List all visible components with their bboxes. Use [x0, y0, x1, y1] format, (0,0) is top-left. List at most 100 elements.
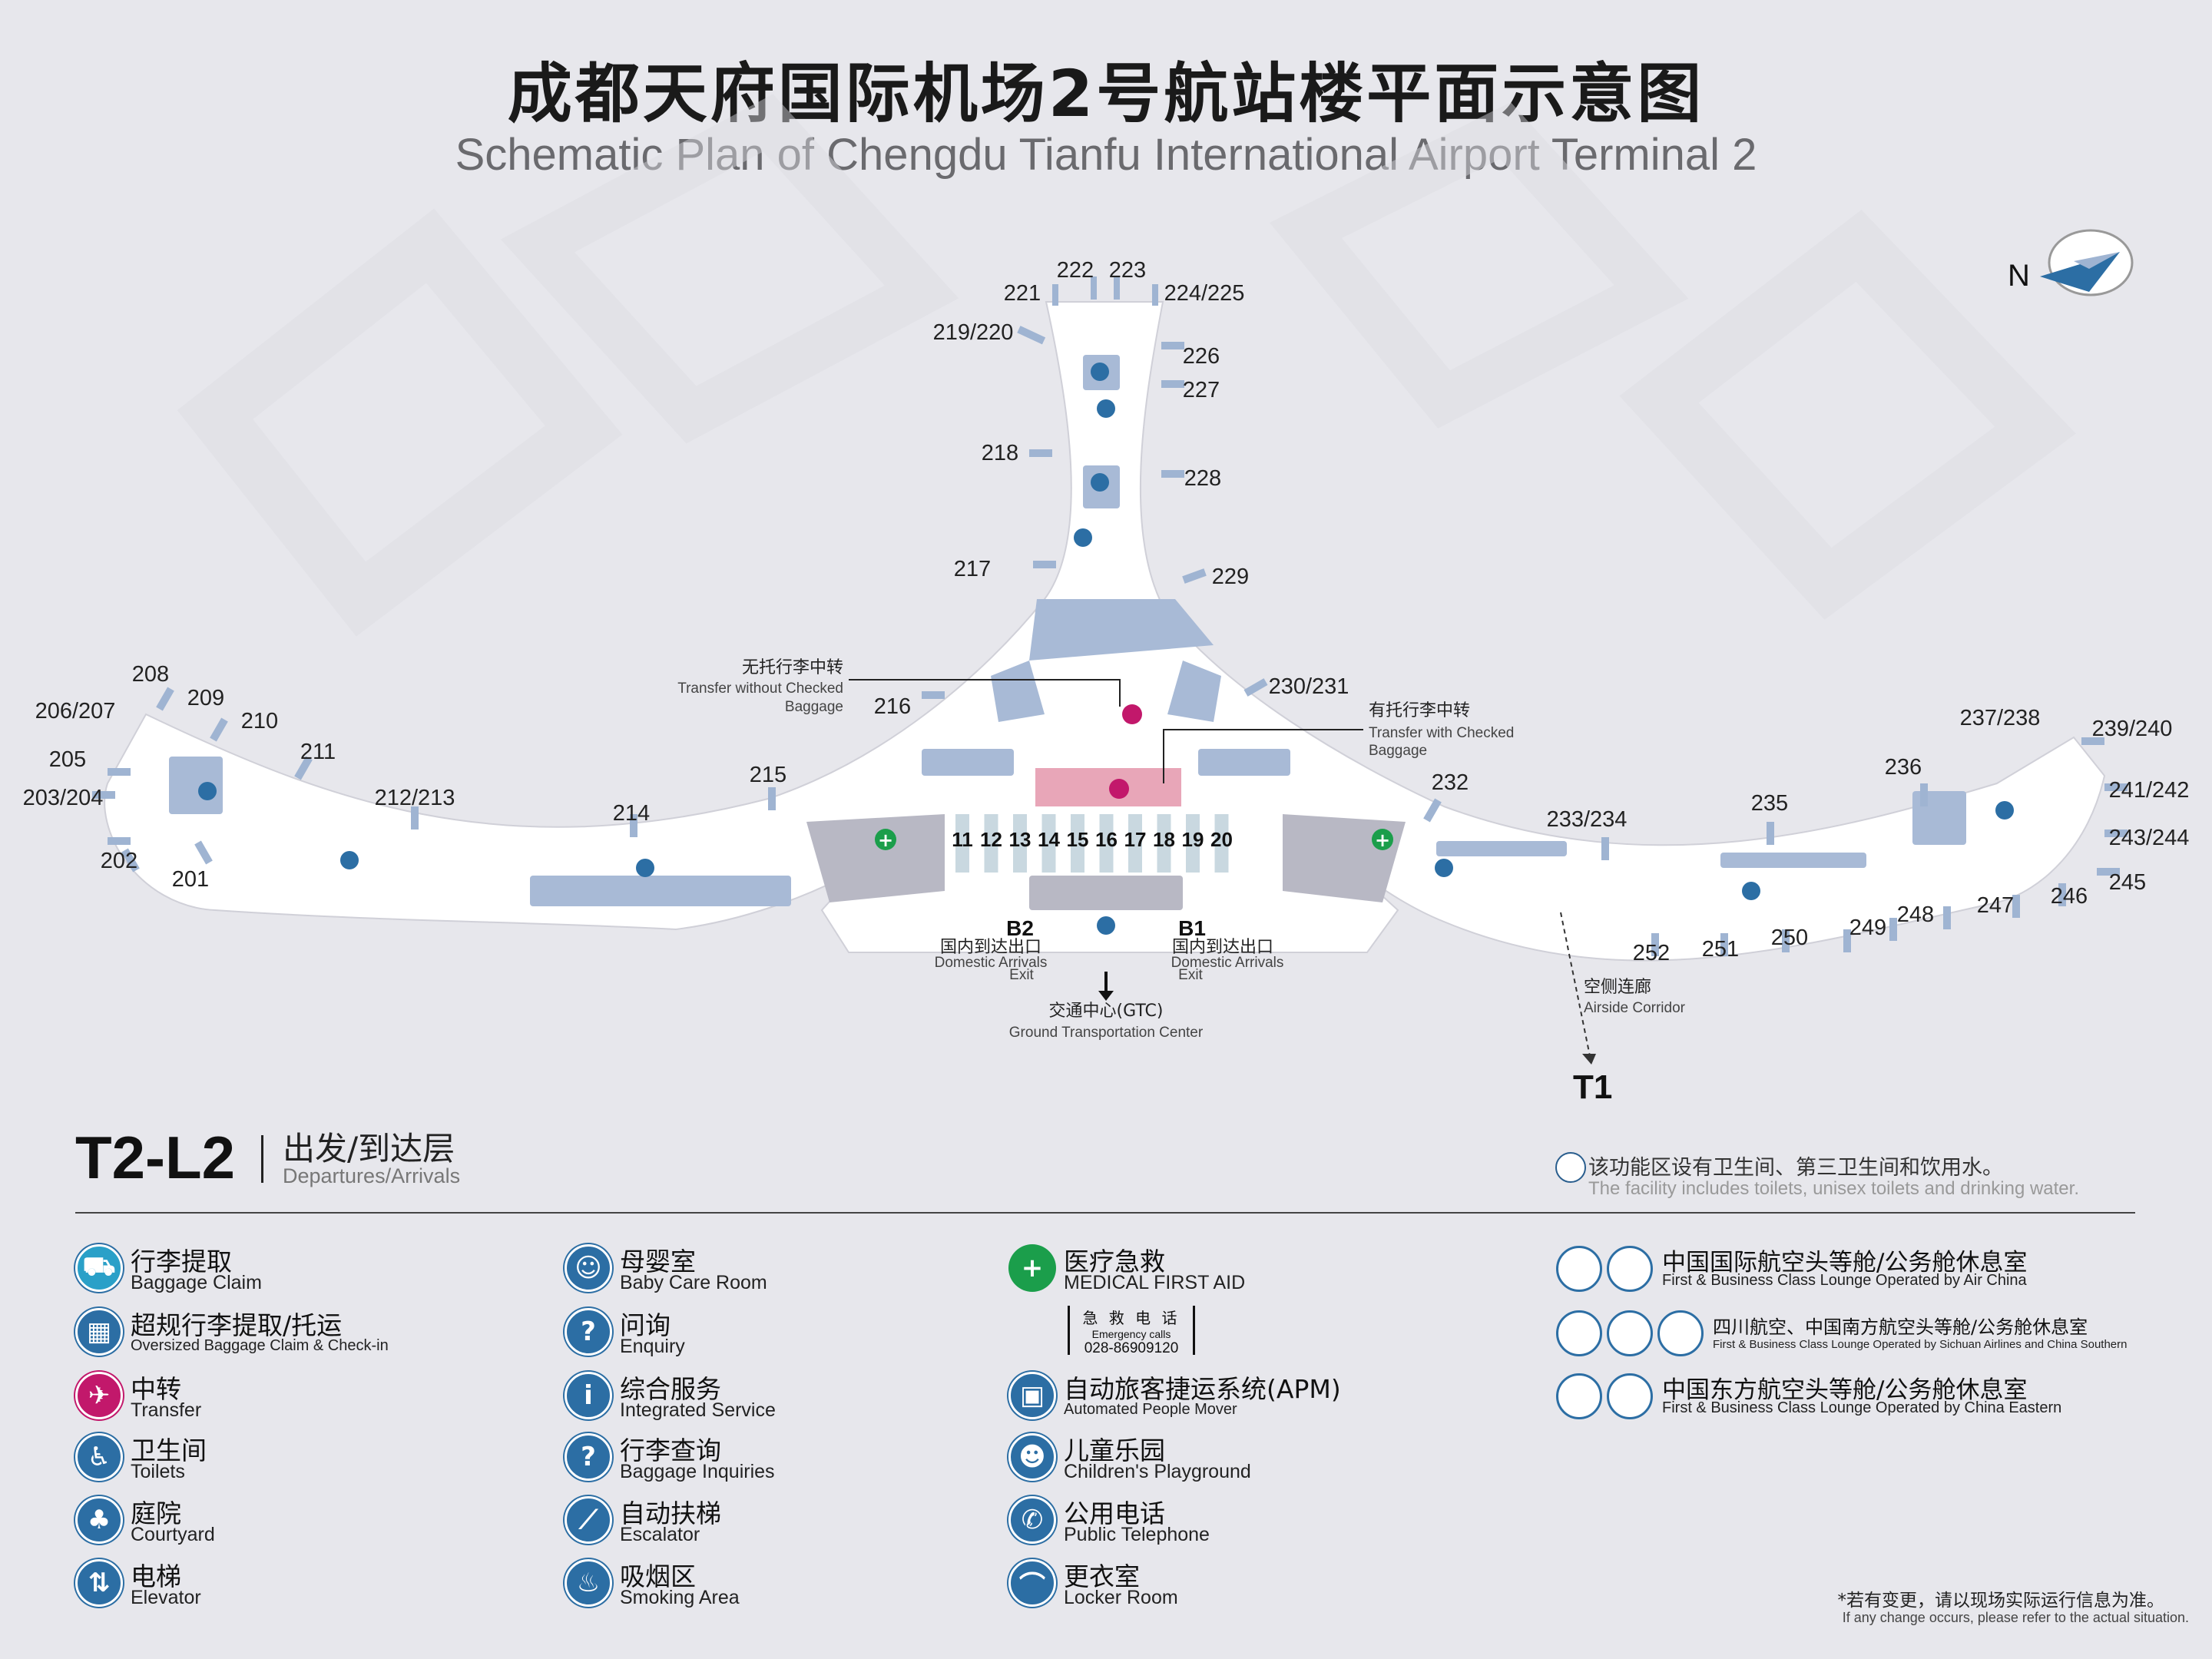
gate-label: 237/238 [1960, 706, 2041, 730]
domestic-gate-bar [1071, 814, 1084, 873]
lounge-seat-icon [1556, 1373, 1602, 1419]
lounge-label-cn: 中国国际航空头等舱/公务舱休息室 [1662, 1249, 2028, 1277]
lounge-label-en: First & Business Class Lounge Operated b… [1662, 1399, 2062, 1416]
gate-label: 205 [49, 747, 86, 772]
svg-text:交通中心(GTC): 交通中心(GTC) [1049, 1002, 1164, 1021]
svg-text:空侧连廊: 空侧连廊 [1584, 978, 1651, 997]
svg-text:Airside Corridor: Airside Corridor [1584, 1000, 1686, 1016]
domestic-gate-label: 12 [980, 828, 1002, 851]
airside-corridor: 空侧连廊 Airside Corridor T1 [1560, 912, 1686, 1106]
footnote-en: If any change occurs, please refer to th… [1842, 1610, 2189, 1625]
gate-labels: 201202203/204205206/207208209210211212/2… [23, 258, 2190, 965]
gate-label: 215 [750, 763, 786, 787]
first-aid-icon: + [1008, 1244, 1056, 1292]
legend-label-en: Transfer [131, 1399, 202, 1421]
level-code: T2-L2 [75, 1124, 236, 1191]
gate-label: 228 [1184, 466, 1221, 491]
legend-label-en: Public Telephone [1064, 1524, 1210, 1545]
baggage-inquiry-icon: ? [565, 1433, 612, 1481]
domestic-gate-bar [984, 814, 998, 873]
domestic-gate-bar [1099, 814, 1114, 873]
lounge-seat-icon [1556, 1246, 1602, 1292]
legend-label-en: Courtyard [131, 1524, 215, 1545]
zones [169, 355, 1966, 910]
svg-text:Domestic Arrivals: Domestic Arrivals [935, 955, 1048, 971]
svg-text:Baggage: Baggage [1369, 743, 1427, 759]
first-aid-marker [1372, 829, 1393, 850]
svg-text:Exit: Exit [1178, 967, 1203, 983]
domestic-gate-label: 19 [1182, 828, 1204, 851]
smoking-icon: ♨ [565, 1559, 612, 1607]
gtc-label: 交通中心(GTC) Ground Transportation Center [1009, 972, 1204, 1041]
legend-label-cn: 中转 [131, 1374, 181, 1404]
gate-label: 217 [954, 557, 991, 581]
locker-room-icon: ⌒ [1008, 1559, 1056, 1607]
legend-label-en: Children's Playground [1064, 1461, 1251, 1482]
airline-logo-icon [1657, 1310, 1704, 1356]
escalator-icon: ⟋ [565, 1496, 612, 1544]
legend-label-cn: 行李提取 [131, 1247, 232, 1277]
svg-text:Ground Transportation Center: Ground Transportation Center [1009, 1025, 1204, 1041]
gate-label: 206/207 [35, 699, 116, 724]
legend-label-cn: 自动旅客捷运系统(APM) [1064, 1374, 1341, 1404]
gate-label: 208 [132, 662, 169, 687]
gate-label: 203/204 [23, 786, 104, 810]
domestic-gate-bars [955, 814, 1229, 873]
svg-text:Transfer with Checked: Transfer with Checked [1369, 725, 1514, 741]
domestic-gate-bar [955, 814, 969, 873]
gate-label: 201 [172, 867, 209, 892]
playground-icon: ☻ [1008, 1433, 1056, 1481]
gate-label: 223 [1109, 258, 1146, 283]
gate-label: 243/244 [2109, 826, 2190, 850]
gate-label: 232 [1432, 770, 1469, 795]
map-title-cn: 成都天府国际机场2号航站楼平面示意图 [507, 56, 1705, 131]
emergency-call-box: 急 救 电 话 Emergency calls 028-86909120 [1068, 1306, 1195, 1356]
lounge-label-cn: 中国东方航空头等舱/公务舱休息室 [1662, 1376, 2028, 1404]
first-aid-marker [875, 829, 896, 850]
enquiry-icon: ? [565, 1308, 612, 1356]
airline-logo-icon [1607, 1310, 1653, 1356]
gate-label: 227 [1183, 378, 1220, 402]
level-name-cn: 出发/到达层 [283, 1130, 455, 1167]
gate-label: 230/231 [1269, 674, 1349, 699]
toilet-marker [1091, 363, 1109, 381]
svg-text:B2: B2 [1006, 916, 1034, 940]
legend-label-en: Integrated Service [620, 1399, 776, 1421]
legend-label-cn: 自动扶梯 [620, 1498, 721, 1528]
domestic-gate-label: 20 [1210, 828, 1233, 851]
domestic-gate-label: 16 [1095, 828, 1118, 851]
domestic-gate-bar [1041, 814, 1056, 873]
legend-label-en: Locker Room [1064, 1587, 1178, 1608]
legend-label-en: Baggage Claim [131, 1272, 262, 1293]
toilet-marker [340, 851, 359, 869]
legend-label-cn: 卫生间 [131, 1435, 207, 1465]
toilet-marker [636, 859, 654, 877]
legend-label-en: Smoking Area [620, 1587, 740, 1608]
facility-note-en: The facility includes toilets, unisex to… [1588, 1178, 2079, 1199]
gate-label: 216 [874, 694, 911, 719]
courtyard-icon: ♣ [75, 1496, 123, 1544]
courtyard-marker [1097, 399, 1115, 418]
legend-label-en: Oversized Baggage Claim & Check-in [131, 1337, 389, 1354]
callout-transfer-without: 无托行李中转 Transfer without Checked Baggage [677, 658, 1121, 715]
domestic-gate-bar [1214, 814, 1229, 873]
elevator-icon: ⇅ [75, 1559, 123, 1607]
domestic-gate-bar [1157, 814, 1171, 873]
gate-label: 236 [1885, 755, 1922, 780]
legend-label-cn: 电梯 [131, 1561, 181, 1591]
lounge-label-en: First & Business Class Lounge Operated b… [1713, 1338, 2128, 1351]
toilet-marker [198, 782, 217, 800]
airline-logo-icon [1607, 1373, 1653, 1419]
legend-label-cn: 行李查询 [620, 1435, 721, 1465]
domestic-gate-label: 13 [1009, 828, 1031, 851]
toilets-icon: ♿ [75, 1433, 123, 1481]
exit-b2: B2 国内到达出口 Domestic Arrivals Exit [935, 916, 1048, 983]
legend-label-cn: 母婴室 [620, 1247, 696, 1277]
legend-label-en: Baggage Inquiries [620, 1461, 775, 1482]
telephone-icon: ✆ [1008, 1496, 1056, 1544]
svg-text:Exit: Exit [1009, 967, 1034, 983]
domestic-gate-label: 17 [1124, 828, 1147, 851]
enquiry-marker [1097, 916, 1115, 935]
gate-label: 233/234 [1547, 807, 1628, 832]
